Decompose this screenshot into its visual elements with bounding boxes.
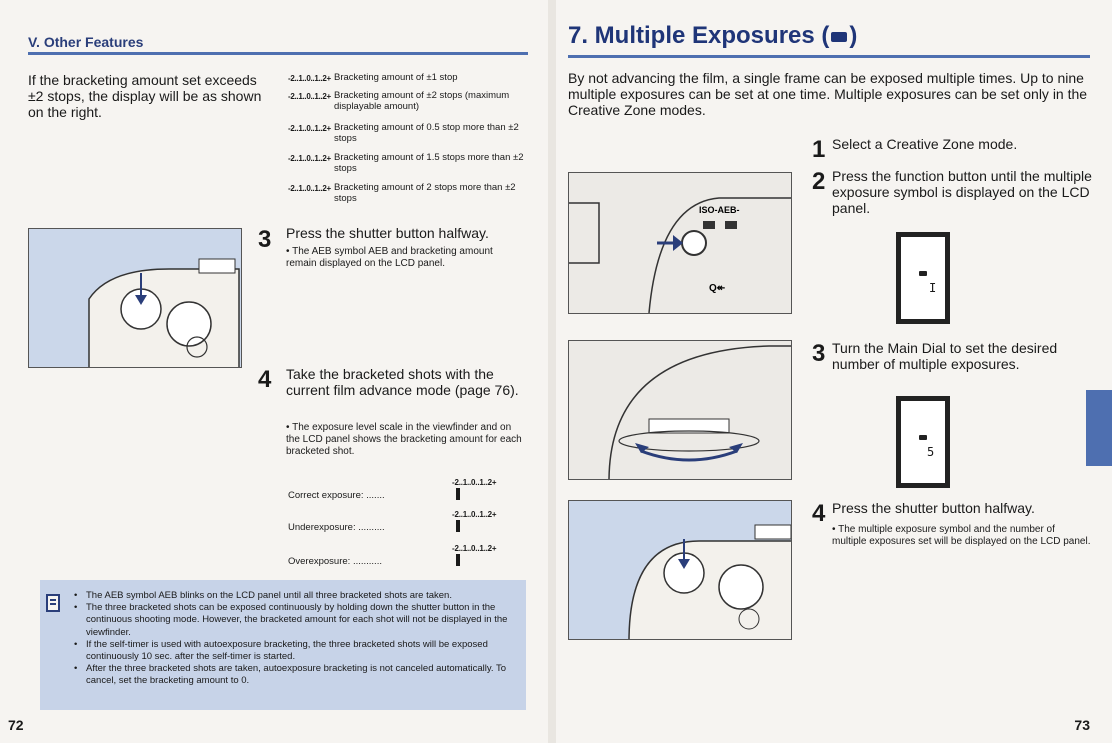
exposure-scale: -2..1..0..1..2+: [288, 92, 331, 101]
svg-text:Q↞: Q↞: [709, 283, 726, 294]
section-label: V. Other Features: [28, 34, 144, 50]
exposure-marker: [456, 488, 460, 500]
display-description: Bracketing amount of ±1 stop: [334, 72, 458, 83]
lcd-panel: 5: [896, 396, 950, 488]
shutter-illustration: [569, 501, 791, 639]
step-bullet: • The multiple exposure symbol and the n…: [832, 524, 1091, 547]
multiple-exposure-icon: [919, 435, 927, 440]
multiple-exposure-icon: [831, 31, 848, 42]
step-text: Press the function button until the mult…: [832, 168, 1092, 216]
step-number: 1: [812, 136, 826, 163]
exposure-scale: -2..1..0..1..2+: [288, 154, 331, 163]
step-text: Press the shutter button halfway.: [832, 500, 1035, 516]
page-number: 72: [8, 717, 24, 733]
display-row: -2..1..0..1..2+ Bracketing amount of 0.5…: [288, 122, 528, 148]
step-number: 2: [812, 168, 826, 195]
chapter-title-suffix: ): [849, 22, 858, 49]
step-number: 3: [812, 340, 826, 367]
intro-paragraph: By not advancing the film, a single fram…: [568, 70, 1088, 118]
step-bullet: • The AEB symbol AEB and bracketing amou…: [286, 246, 493, 269]
note-box: The AEB symbol AEB blinks on the LCD pan…: [40, 580, 526, 710]
step-number: 4: [812, 500, 826, 527]
step-bullet-text: The AEB symbol AEB and bracketing amount…: [286, 246, 493, 269]
exposure-scale: -2..1..0..1..2+: [452, 510, 497, 519]
step-number: 4: [258, 366, 272, 393]
camera-top-photo: [28, 228, 242, 368]
step-bullet-text: The exposure level scale in the viewfind…: [286, 422, 522, 457]
camera-label: ISO-AEB-: [699, 205, 740, 215]
step-text: Take the bracketed shots with the curren…: [286, 366, 519, 398]
exposure-label: Correct exposure: .......: [288, 490, 385, 501]
note-item: If the self-timer is used with autoexpos…: [74, 639, 518, 663]
chapter-title-text: 7. Multiple Exposures: [568, 22, 815, 49]
display-description: Bracketing amount of 0.5 stop more than …: [334, 122, 519, 144]
lcd-count: I: [929, 281, 937, 295]
exposure-scale: -2..1..0..1..2+: [452, 478, 497, 487]
display-row: -2..1..0..1..2+ Bracketing amount of 1.5…: [288, 152, 528, 178]
exposure-label: Overexposure: ...........: [288, 556, 382, 567]
chapter-title: 7. Multiple Exposures (): [568, 22, 858, 49]
intro-paragraph: If the bracketing amount set exceeds ±2 …: [28, 72, 262, 120]
step-bullet-text: The multiple exposure symbol and the num…: [832, 524, 1091, 547]
note-icon: [46, 594, 60, 612]
display-row: -2..1..0..1..2+ Bracketing amount of ±1 …: [288, 72, 528, 98]
display-row: -2..1..0..1..2+ Bracketing amount of ±2 …: [288, 90, 528, 116]
step-text: Select a Creative Zone mode.: [832, 136, 1018, 152]
step-number: 3: [258, 226, 272, 253]
step-bullet: • The exposure level scale in the viewfi…: [286, 422, 522, 457]
chapter-tab: [1086, 390, 1112, 466]
note-list: The AEB symbol AEB blinks on the LCD pan…: [74, 590, 518, 688]
note-item: The AEB symbol AEB blinks on the LCD pan…: [74, 590, 518, 602]
exposure-scale: -2..1..0..1..2+: [288, 184, 331, 193]
display-description: Bracketing amount of 2 stops more than ±…: [334, 182, 516, 204]
display-description: Bracketing amount of ±2 stops (maximum d…: [334, 90, 510, 112]
header-rule: [568, 55, 1090, 58]
left-page: V. Other Features If the bracketing amou…: [0, 0, 548, 743]
lcd-panel: I: [896, 232, 950, 324]
exposure-scale: -2..1..0..1..2+: [288, 74, 331, 83]
exposure-marker: [456, 554, 460, 566]
main-dial-photo: [568, 340, 792, 480]
header-rule: [28, 52, 528, 55]
step-text: Press the shutter button halfway.: [286, 225, 489, 241]
exposure-label: Underexposure: ..........: [288, 522, 385, 533]
shutter-photo: [568, 500, 792, 640]
main-dial-illustration: [569, 341, 791, 479]
multiple-exposure-icon: [919, 271, 927, 276]
exposure-scale: -2..1..0..1..2+: [452, 544, 497, 553]
exposure-marker: [456, 520, 460, 532]
exposure-scale: -2..1..0..1..2+: [288, 124, 331, 133]
page-gutter: [548, 0, 556, 743]
camera-back-illustration: ISO-AEB- Q↞: [569, 173, 791, 313]
camera-illustration: [29, 229, 241, 367]
display-row: -2..1..0..1..2+ Bracketing amount of 2 s…: [288, 182, 528, 208]
note-item: The three bracketed shots can be exposed…: [74, 602, 518, 639]
lcd-count: 5: [927, 445, 935, 459]
note-item: After the three bracketed shots are take…: [74, 663, 518, 687]
step-text: Turn the Main Dial to set the desired nu…: [832, 340, 1058, 372]
display-description: Bracketing amount of 1.5 stops more than…: [334, 152, 524, 174]
camera-back-photo: ISO-AEB- Q↞: [568, 172, 792, 314]
page-number: 73: [1074, 717, 1090, 733]
right-page: 7. Multiple Exposures () By not advancin…: [556, 0, 1112, 743]
